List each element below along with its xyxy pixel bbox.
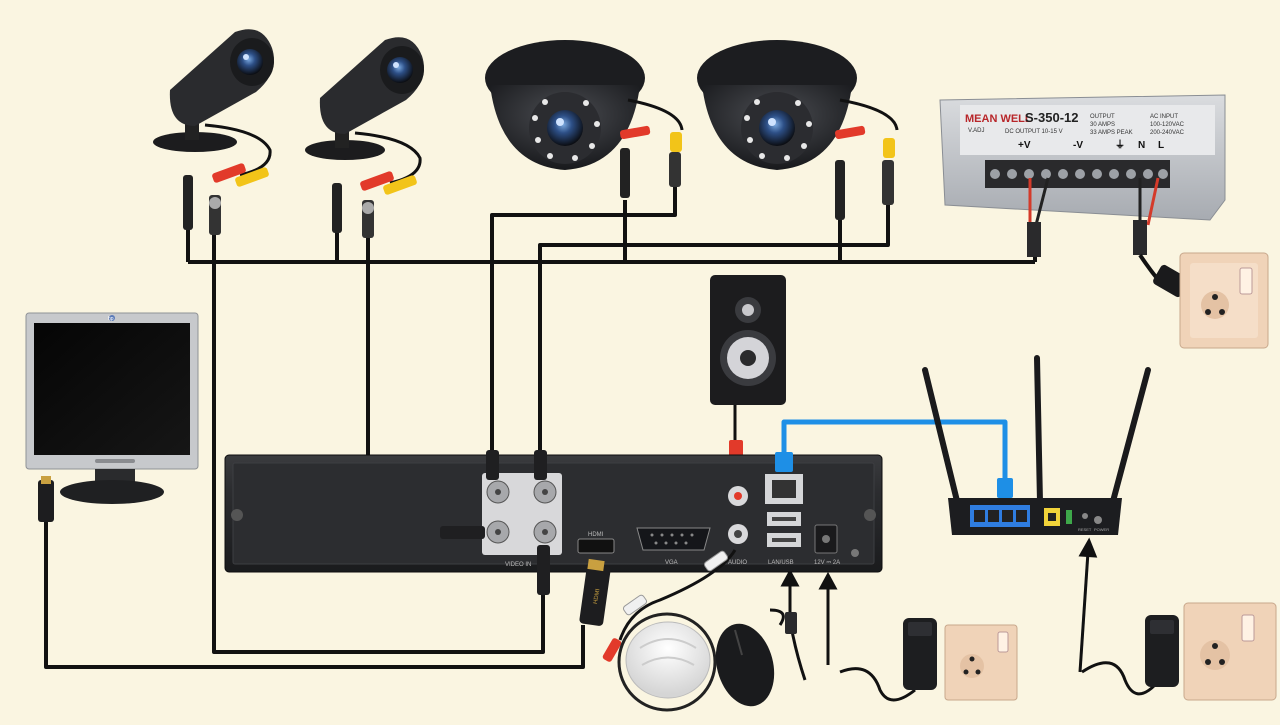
up-arrow-icon: [780, 568, 800, 612]
up-arrow-icon: [818, 571, 838, 665]
psu-model: S-350-12: [1025, 110, 1078, 125]
dvr-hdmi-label: HDMI: [588, 532, 604, 538]
hdmi-plug: HDMI: [579, 558, 611, 626]
router-icon: RESET POWER: [922, 355, 1151, 535]
up-arrow-icon: [1078, 537, 1098, 673]
psu-ac-range-1: 100-120VAC: [1150, 122, 1185, 128]
dvr-audio-label: AUDIO: [728, 560, 747, 566]
wall-socket-icon: [944, 624, 1018, 701]
psu-ac-range-2: 200-240VAC: [1150, 130, 1185, 136]
psu-terminal: -V: [1073, 140, 1083, 151]
dvr-power-label: 12V ⎓ 2A: [814, 560, 840, 566]
psu-terminal: ⏚: [1115, 139, 1125, 151]
psu-dc-output: DC OUTPUT 10-15 V: [1005, 129, 1063, 135]
mouse-icon: [715, 608, 807, 707]
dome-camera-icon: [697, 40, 899, 220]
psu-terminal: +V: [1018, 140, 1031, 151]
bullet-camera-icon: [153, 29, 274, 235]
microphone-icon: [617, 612, 717, 712]
power-adapter-icon: [1081, 615, 1179, 696]
psu-ac-heading: AC INPUT: [1150, 114, 1178, 120]
psu-terminal: N: [1138, 140, 1145, 151]
bullet-camera-icon: [305, 37, 424, 238]
psu-output-heading: OUTPUT: [1090, 114, 1115, 120]
hdmi-plug-label: HDMI: [593, 588, 602, 604]
dvr-lan-usb-label: LAN/USB: [768, 560, 794, 566]
psu-brand: MEAN WELL: [965, 113, 1032, 125]
hdmi-wire: [44, 520, 585, 669]
psu-terminal: L: [1158, 140, 1164, 151]
cam1-video-wire: [212, 235, 545, 654]
router-power-label: POWER: [1094, 527, 1109, 532]
cam3-video-wire: [490, 185, 677, 450]
dvr-icon: VIDEO IN HDMI VGA AUDIO LAN/USB 12V ⎓ 2A: [224, 450, 883, 595]
cam4-video-wire: [538, 205, 890, 450]
power-supply-icon: MEAN WELL S-350-12 DC OUTPUT 10-15 V OUT…: [939, 94, 1226, 298]
hdmi-plug: [38, 476, 54, 522]
dome-camera-icon: [485, 40, 684, 198]
dvr-vga-label: VGA: [665, 560, 678, 566]
wall-socket-icon: [1179, 252, 1269, 349]
speaker-icon: [710, 275, 786, 474]
psu-output-amps: 30 AMPS: [1090, 122, 1115, 128]
psu-vadj: V.ADJ: [968, 128, 984, 134]
monitor-brand: hp: [108, 316, 114, 322]
audio-cable: [618, 549, 737, 641]
power-adapter-icon: [839, 618, 937, 702]
monitor-icon: hp: [25, 312, 199, 504]
psu-output-peak: 33 AMPS PEAK: [1090, 130, 1133, 136]
dvr-video-label: VIDEO IN: [505, 562, 531, 568]
router-reset-label: RESET: [1078, 527, 1092, 532]
lan-cable: [781, 419, 1008, 478]
wall-socket-icon: [1183, 602, 1277, 701]
